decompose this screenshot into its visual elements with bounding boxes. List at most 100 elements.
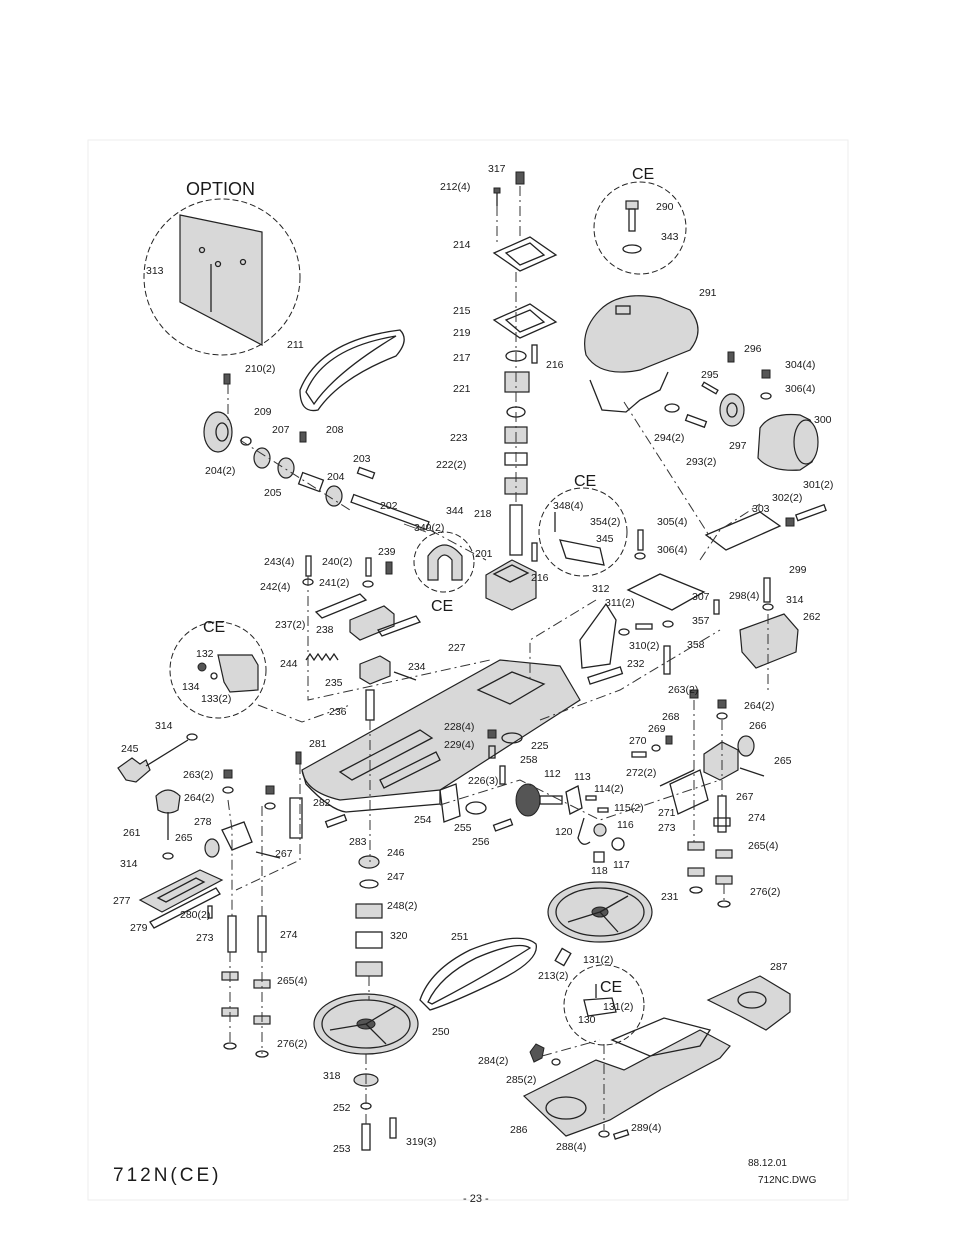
part-label: 307: [692, 591, 710, 603]
part-287-plate: [706, 975, 791, 1031]
part-label: 299: [789, 564, 807, 576]
part-283-screw: [324, 813, 348, 829]
part-label: 266: [749, 720, 767, 732]
part-289-screw: [612, 1129, 630, 1140]
part-235-block: [359, 655, 391, 685]
assembly-line: [539, 629, 721, 721]
upper-wheel-spoke: [599, 911, 619, 933]
cover-bracket: [589, 371, 669, 413]
part-276-clip: [255, 1050, 269, 1058]
plate-hole: [239, 258, 247, 266]
part-214-plate: [492, 236, 558, 272]
assembly-line: [529, 599, 597, 680]
part-label: 273: [658, 822, 676, 834]
part-217-gear: [504, 371, 530, 393]
part-120-handle: [577, 817, 591, 845]
part-label: 245: [121, 743, 139, 755]
assembly-line: [439, 779, 721, 821]
part-201-top: [492, 564, 530, 583]
part-label: 203: [353, 453, 371, 465]
part-236-post: [365, 689, 375, 721]
part-285-washer: [551, 1058, 561, 1066]
part-229-screw: [488, 745, 496, 759]
part-277-slot: [156, 877, 206, 903]
part-296: [727, 351, 735, 363]
part-label: 305(4): [657, 516, 687, 528]
part-label: 276(2): [750, 886, 780, 898]
part-label: 265(4): [277, 975, 307, 987]
part-label: 133(2): [201, 693, 231, 705]
part-label: 237(2): [275, 619, 305, 631]
part-label: 273: [196, 932, 214, 944]
shaft-thread: [403, 523, 427, 533]
part-label: 218: [474, 508, 492, 520]
part-label: 283: [349, 836, 367, 848]
part-280-screw: [207, 905, 213, 919]
part-label: 222(2): [436, 459, 466, 471]
part-264-washer: [264, 802, 276, 810]
part-label: 304(4): [785, 359, 815, 371]
part-291-cover: [584, 295, 699, 373]
part-label: 208: [326, 424, 344, 436]
part-225-washer: [501, 732, 523, 744]
part-286-base: [522, 1029, 731, 1137]
part-label: 219: [453, 327, 471, 339]
part-label: 130: [578, 1014, 596, 1026]
part-290-screw: [625, 200, 639, 210]
table-miter-slot: [379, 751, 441, 789]
part-227-table: [301, 659, 581, 801]
part-216-key: [531, 344, 538, 364]
part-label: 114(2): [594, 783, 624, 795]
part-234-pin: [393, 671, 417, 681]
part-278-block: [221, 821, 253, 851]
part-label: 274: [280, 929, 298, 941]
part-label: 228(4): [444, 721, 474, 733]
part-label: 221: [453, 383, 471, 395]
part-label: 272(2): [626, 767, 656, 779]
part-label: 235: [325, 677, 343, 689]
part-label: 248(2): [387, 900, 417, 912]
part-label: 201: [475, 548, 493, 560]
part-313-plate: [179, 214, 263, 346]
ce-circle: [413, 531, 475, 593]
part-label: 312: [592, 583, 610, 595]
part-label: 223: [450, 432, 468, 444]
part-label: 306(4): [785, 383, 815, 395]
part-label: 314: [786, 594, 804, 606]
part-212-head: [493, 187, 501, 194]
part-215-plate: [492, 303, 558, 339]
part-211-belt-inner: [305, 335, 397, 406]
part-label: 261: [123, 827, 141, 839]
part-130-bracket: [583, 997, 617, 1017]
part-274-shaft: [257, 915, 267, 953]
part-314-washer: [762, 603, 774, 611]
part-314-washer: [162, 852, 174, 860]
part-label: 252: [333, 1102, 351, 1114]
drawing-date: 88.12.01: [748, 1158, 787, 1169]
part-label: 282: [313, 797, 331, 809]
ce-detail-344: [413, 531, 475, 593]
part-label: 317: [488, 163, 506, 175]
part-label: 314: [120, 858, 138, 870]
part-290-shank: [628, 208, 636, 232]
part-247-ring: [359, 879, 379, 889]
part-label: 227: [448, 642, 466, 654]
part-label: 348(4): [553, 500, 583, 512]
part-279-bar: [149, 887, 221, 929]
part-276-clip: [717, 900, 731, 908]
upper-column-parts: [485, 171, 558, 611]
part-label: 267: [275, 848, 293, 860]
part-label: 262: [803, 611, 821, 623]
part-304-nut: [761, 369, 771, 379]
upper-wheel-rim: [555, 887, 645, 937]
part-label: 291: [699, 287, 717, 299]
part-label: 311(2): [605, 597, 635, 609]
part-248-bearing: [355, 903, 383, 919]
part-226-screw: [499, 765, 506, 785]
part-label: 229(4): [444, 739, 474, 751]
part-261-knob: [155, 789, 181, 814]
part-244-spring: [305, 652, 339, 662]
part-label: 215: [453, 305, 471, 317]
part-345-bracket: [559, 539, 605, 566]
part-label: 210(2): [245, 363, 275, 375]
